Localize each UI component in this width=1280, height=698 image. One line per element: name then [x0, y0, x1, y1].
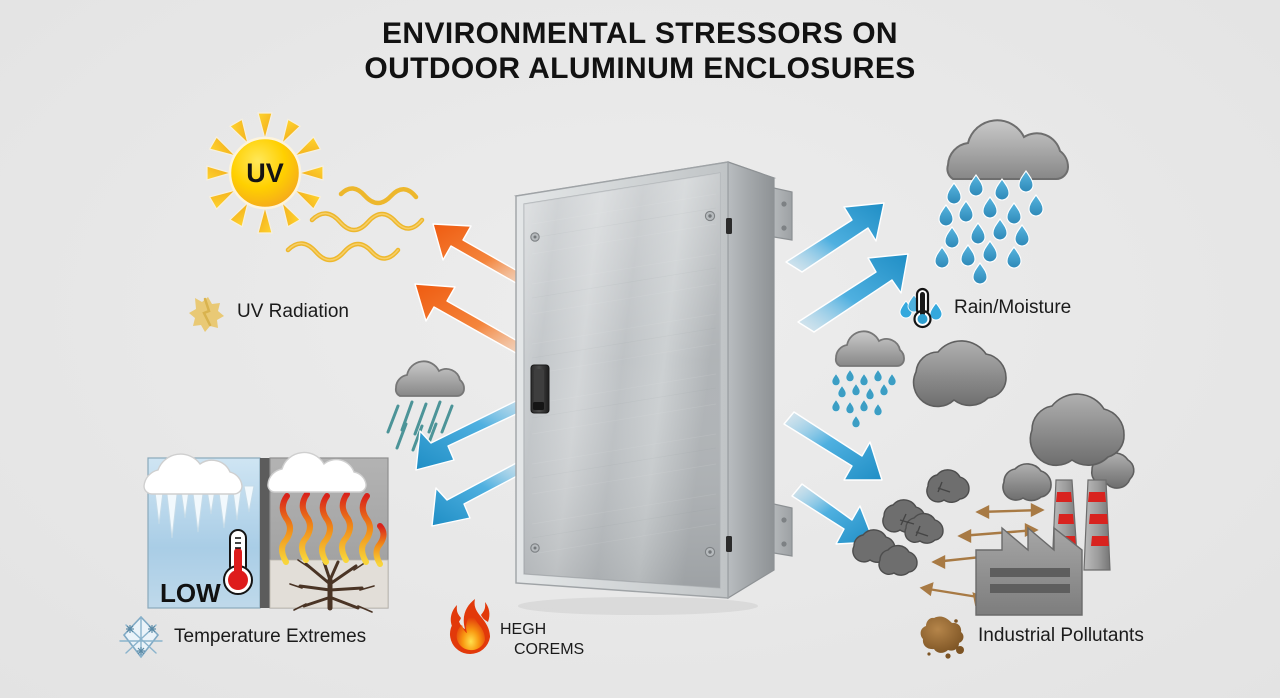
- rain-cloud-large-icon: [920, 105, 1110, 295]
- arrow-temperature-group: [398, 393, 563, 543]
- side-latch-top: [726, 218, 732, 234]
- label-industrial-pollutants: Industrial Pollutants: [918, 612, 1144, 660]
- rain-cloud-small-right-icon: [822, 324, 932, 434]
- aluminum-enclosure: [488, 128, 818, 616]
- label-heat-line-1: HEGH: [500, 621, 547, 638]
- side-latch-bottom: [726, 536, 732, 552]
- sun-small-icon: [189, 297, 224, 332]
- chimney-right: [1083, 479, 1111, 571]
- label-temperature-extremes-text: Temperature Extremes: [174, 626, 367, 647]
- door-screw-top-right: [704, 210, 716, 222]
- arrow-temperature-1: [415, 393, 547, 471]
- page-title: ENVIRONMENTAL STRESSORS ON OUTDOOR ALUMI…: [0, 16, 1280, 86]
- factory-pollution-illustration: [852, 340, 1156, 616]
- label-heat-cycles: HEGH COREMS: [500, 620, 584, 660]
- door-screw-bottom-left: [530, 543, 540, 553]
- label-uv-radiation: UV Radiation: [185, 290, 349, 334]
- thermometer-low-icon: [223, 529, 253, 595]
- door-screw-bottom-right: [704, 546, 716, 558]
- cold-panel-label: LOW: [160, 578, 221, 608]
- arrow-moisture-1: [785, 202, 885, 273]
- arrow-pollutants-1: [783, 411, 883, 481]
- snowflake-icon: [119, 615, 163, 659]
- thermometer-droplet-icon: [899, 287, 943, 329]
- title-line-1: ENVIRONMENTAL STRESSORS ON: [381, 17, 898, 50]
- label-rain-moisture-text: Rain/Moisture: [954, 297, 1072, 318]
- arrow-uv-2: [414, 283, 536, 358]
- arrow-moisture-group: [780, 190, 920, 333]
- arrow-uv-1: [432, 223, 536, 288]
- temperature-extremes-panel: LOW: [140, 440, 395, 615]
- rain-cloud-small-left-icon: [382, 352, 487, 462]
- title-line-2: OUTDOOR ALUMINUM ENCLOSURES: [364, 52, 916, 85]
- sun-burst-icon: UV: [185, 110, 435, 290]
- factory-building: [975, 526, 1083, 616]
- arrow-uv-group: [385, 215, 555, 358]
- dirt-splotch-icon: [920, 616, 964, 659]
- label-temperature-extremes: Temperature Extremes: [116, 613, 366, 661]
- door-handle[interactable]: [530, 364, 550, 414]
- label-industrial-pollutants-text: Industrial Pollutants: [978, 625, 1144, 646]
- arrow-moisture-2: [797, 253, 909, 333]
- arrow-temperature-2: [431, 459, 537, 527]
- door-screw-top-left: [530, 232, 540, 242]
- label-rain-moisture: Rain/Moisture: [898, 285, 1071, 331]
- flame-icon: [442, 592, 498, 656]
- label-uv-radiation-text: UV Radiation: [237, 301, 349, 322]
- uv-badge-text: UV: [246, 158, 284, 188]
- label-heat-line-2: COREMS: [514, 641, 585, 658]
